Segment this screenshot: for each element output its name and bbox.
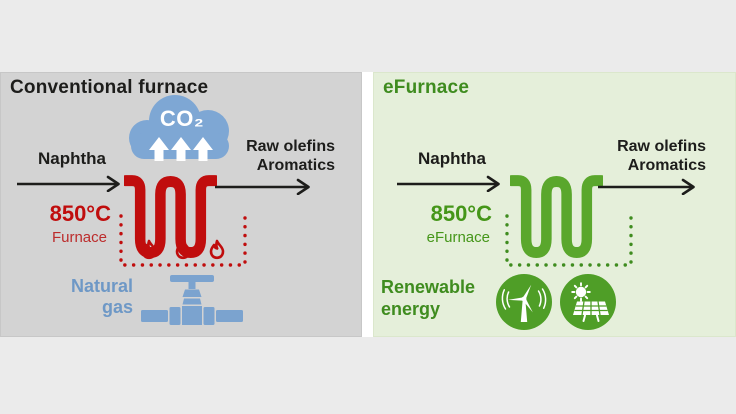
temperature-label: 850°C <box>430 201 492 226</box>
panel-title: eFurnace <box>383 77 470 98</box>
gas-valve-icon <box>141 275 243 325</box>
efurnace-panel: eFurnace Naphtha Raw olefins Aromatics 8… <box>373 72 736 337</box>
panel-title: Conventional furnace <box>10 77 209 98</box>
output-label: Raw olefins Aromatics <box>229 137 335 175</box>
output-line1: Raw olefins <box>617 138 706 155</box>
output-arrow-icon <box>215 178 310 195</box>
fuel-label: Natural gas <box>51 276 133 318</box>
flame-icons <box>141 239 225 260</box>
energy-line2: energy <box>381 299 441 319</box>
input-label: Naphtha <box>418 149 486 168</box>
solar-panel-icon <box>560 274 616 330</box>
energy-line1: Renewable <box>381 277 476 297</box>
input-arrow-icon <box>17 175 120 192</box>
co2-up-arrows-icon <box>149 137 213 161</box>
efurnace-box-outline <box>505 214 633 267</box>
furnace-box-outline <box>119 214 247 267</box>
output-line2: Aromatics <box>256 157 335 174</box>
furnace-coil-icon <box>124 175 217 259</box>
output-line2: Aromatics <box>627 157 706 174</box>
fuel-line2: gas <box>101 297 133 317</box>
output-line1: Raw olefins <box>246 138 335 155</box>
conventional-furnace-panel: Conventional furnace CO₂ Naphtha Raw <box>0 72 362 337</box>
co2-label: CO₂ <box>159 106 205 131</box>
output-arrow-icon <box>598 178 695 195</box>
comparison-diagram: Conventional furnace CO₂ Naphtha Raw <box>0 72 736 337</box>
wind-turbine-icon <box>496 274 552 330</box>
unit-label: eFurnace <box>426 229 490 246</box>
unit-label: Furnace <box>51 229 107 246</box>
fuel-line1: Natural <box>70 276 133 296</box>
input-label: Naphtha <box>38 149 106 168</box>
co2-cloud-icon <box>129 95 229 161</box>
efurnace-coil-icon <box>510 175 603 259</box>
energy-label: Renewable energy <box>381 276 496 320</box>
temperature-label: 850°C <box>49 201 111 226</box>
input-arrow-icon <box>397 175 500 192</box>
output-label: Raw olefins Aromatics <box>600 137 706 175</box>
